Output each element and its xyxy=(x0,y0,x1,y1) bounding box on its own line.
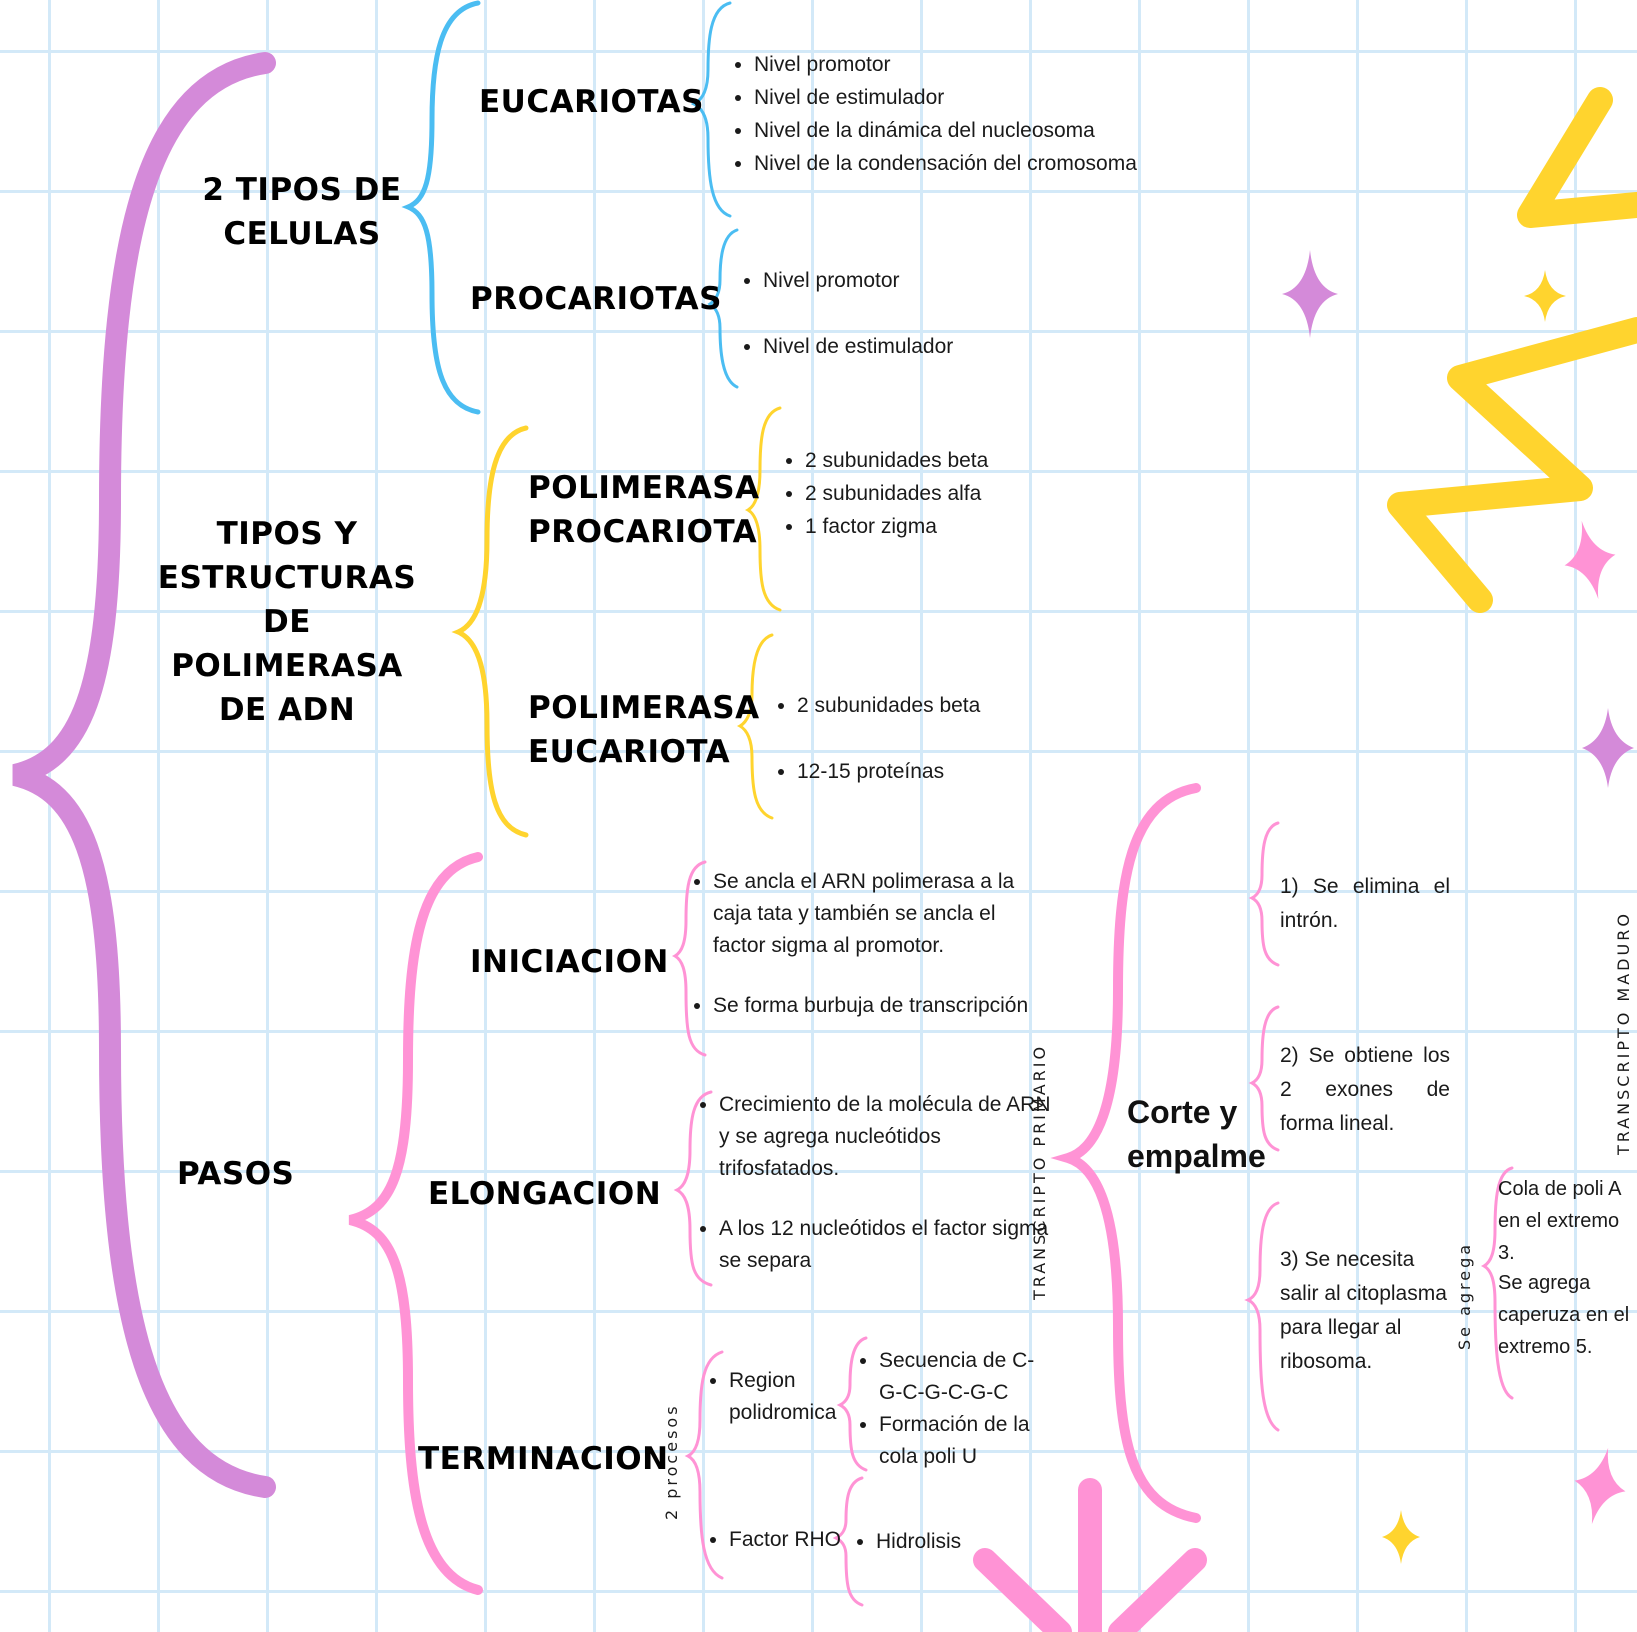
purple-sparkle-right-icon xyxy=(1582,708,1634,788)
procariotas-list: Nivel promotor Nivel de estimulador xyxy=(741,248,1063,380)
list-item: Nivel de estimulador xyxy=(763,314,1063,380)
two-processes-label: 2 procesos xyxy=(662,1403,681,1520)
list-item: Se forma burbuja de transcripción xyxy=(713,990,1053,1022)
list-item: Hidrolisis xyxy=(876,1525,1016,1558)
pink-sparkle-icon xyxy=(1564,520,1616,600)
polimerasa-procariota-label: POLIMERASA PROCARIOTA xyxy=(528,470,760,550)
pink-brace-splicing xyxy=(1050,783,1201,1523)
list-item: Region polidromica xyxy=(729,1365,859,1429)
pink-brace-step1 xyxy=(1248,821,1280,967)
list-item: Se ancla el ARN polimerasa a la caja tat… xyxy=(713,866,1053,962)
list-item: 2 subunidades alfa xyxy=(805,477,1065,510)
blue-brace-cell-types xyxy=(401,0,481,415)
corte-empalme-title: Corte y empalme xyxy=(1127,1094,1266,1174)
list-item: Crecimiento de la molécula de ARN y se a… xyxy=(719,1089,1059,1185)
polidromica-list: Secuencia de C-G-C-G-C-G-C Formación de … xyxy=(857,1345,1039,1473)
splicing-step-1: 1) Se elimina el intrón. xyxy=(1280,875,1450,932)
yellow-sparkle-bottom-icon xyxy=(1382,1510,1420,1564)
procariotas-label: PROCARIOTAS xyxy=(470,281,723,317)
list-item: Nivel promotor xyxy=(754,48,1154,81)
terminacion-process-polidromica: Region polidromica xyxy=(707,1365,859,1429)
pink-sparkle-bottom-icon xyxy=(1574,1447,1626,1525)
iniciacion-label: INICIACION xyxy=(470,944,669,980)
list-item: 2 subunidades beta xyxy=(805,444,1065,477)
list-item: 1 factor zigma xyxy=(805,510,1065,543)
polimerasa-eucariota-label: POLIMERASA EUCARIOTA xyxy=(528,690,760,770)
list-item: A los 12 nucleótidos el factor sigma se … xyxy=(719,1213,1059,1277)
list-item: Factor RHO xyxy=(729,1523,869,1556)
pink-brace-step3 xyxy=(1244,1201,1280,1432)
pink-brace-rho xyxy=(832,1476,864,1607)
pink-brace-iniciacion xyxy=(671,860,707,1057)
yellow-brace-procariota xyxy=(744,406,782,612)
elongacion-label: ELONGACION xyxy=(428,1176,662,1212)
procariota-list: 2 subunidades beta 2 subunidades alfa 1 … xyxy=(783,444,1065,543)
addition-caperuza: Se agrega caperuza en el extremo 5. xyxy=(1498,1272,1630,1358)
list-item: Nivel de estimulador xyxy=(754,81,1154,114)
steps-title: PASOS xyxy=(177,1156,295,1192)
purple-sparkle-icon xyxy=(1282,250,1338,338)
yellow-brace-polymerase xyxy=(451,425,529,838)
pink-brace-steps xyxy=(348,852,483,1595)
list-item: 12-15 proteínas xyxy=(797,739,1057,805)
se-agrega-label: Se agrega xyxy=(1455,1241,1474,1350)
pink-brace-terminacion xyxy=(684,1350,724,1580)
eucariota-list: 2 subunidades beta 12-15 proteínas xyxy=(775,673,1057,805)
yellow-brace-eucariota xyxy=(736,633,774,820)
pink-brace-additions xyxy=(1480,1166,1514,1400)
list-item: Secuencia de C-G-C-G-C-G-C xyxy=(879,1345,1039,1409)
eucariotas-label: EUCARIOTAS xyxy=(479,84,704,120)
list-item: 2 subunidades beta xyxy=(797,673,1057,739)
braces xyxy=(12,0,1514,1607)
pink-arrow-decoration xyxy=(973,1478,1207,1632)
transcripto-primario-label: TRANSCRIPTO PRIMARIO xyxy=(1030,1043,1049,1300)
main-purple-brace xyxy=(12,52,276,1498)
decorations xyxy=(973,87,1637,1632)
terminacion-process-rho: Factor RHO xyxy=(707,1523,869,1556)
yellow-sparkle-small-icon xyxy=(1524,270,1566,322)
terminacion-label: TERMINACION xyxy=(418,1441,669,1477)
elongacion-list: Crecimiento de la molécula de ARN y se a… xyxy=(697,1089,1059,1277)
pink-brace-step2 xyxy=(1248,1005,1280,1152)
pink-brace-elongacion xyxy=(673,1090,713,1287)
list-item: Nivel de la dinámica del nucleosoma xyxy=(754,114,1154,147)
blue-brace-procariotas xyxy=(707,228,739,389)
cell-types-title: 2 TIPOS DE CELULAS xyxy=(202,172,402,252)
eucariotas-list: Nivel promotor Nivel de estimulador Nive… xyxy=(732,48,1154,180)
iniciacion-list: Se ancla el ARN polimerasa a la caja tat… xyxy=(691,866,1053,1022)
list-item: Formación de la cola poli U xyxy=(879,1409,1039,1473)
list-item: Nivel promotor xyxy=(763,248,1063,314)
splicing-step-2: 2) Se obtiene los 2 exones de forma line… xyxy=(1280,1044,1450,1135)
transcripto-maduro-label: TRANSCRIPTO MADURO xyxy=(1614,911,1633,1155)
rho-list: Hidrolisis xyxy=(854,1525,1016,1558)
blue-brace-eucariotas xyxy=(690,1,732,218)
yellow-zigzag-decoration xyxy=(1387,87,1637,613)
splicing-step-3: 3) Se necesita salir al citoplasma para … xyxy=(1280,1248,1447,1373)
addition-poli-a: Cola de poli A en el extremo 3. xyxy=(1498,1178,1621,1264)
list-item: Nivel de la condensación del cromosoma xyxy=(754,147,1154,180)
pink-brace-polidromica xyxy=(836,1336,868,1472)
polymerase-title: TIPOS Y ESTRUCTURAS DE POLIMERASA DE ADN xyxy=(157,516,417,728)
